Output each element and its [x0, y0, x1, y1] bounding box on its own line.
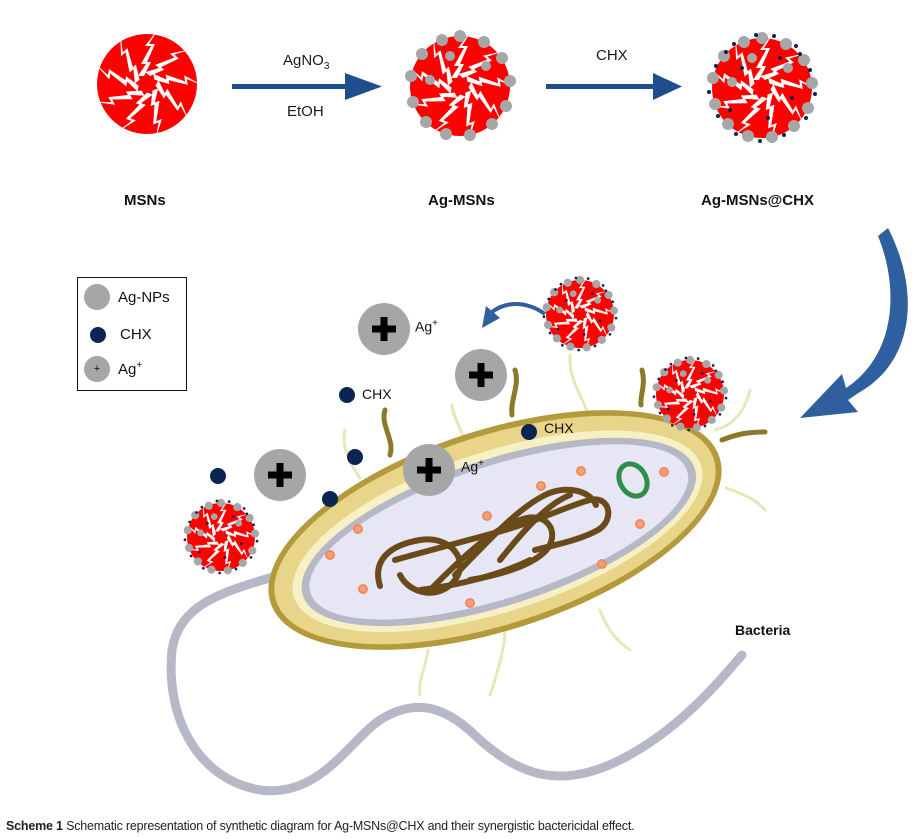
legend-item-ag-nps: Ag-NPs [84, 284, 170, 310]
bacteria-label: Bacteria [735, 622, 791, 638]
ag-msn-chx-particle [705, 32, 819, 145]
ag-np-icon [84, 284, 110, 310]
ag-ion-label: Ag+ [415, 318, 438, 335]
stage-label-ag-msns: Ag-MSNs [428, 192, 495, 209]
stage-label-msns: MSNs [124, 192, 166, 209]
flagellum [166, 567, 747, 796]
chx-icon [90, 326, 106, 343]
legend: Ag-NPs CHX + Ag+ [77, 277, 187, 391]
reaction-arrow-1 [232, 73, 382, 100]
release-arrow-head [482, 306, 500, 328]
ag-msn-chx-particle-top [541, 275, 618, 353]
ag-ion-icon: + [84, 356, 110, 382]
caption-label: Scheme 1 [6, 819, 63, 833]
msn-particle [90, 28, 204, 141]
legend-item-chx: CHX [90, 326, 152, 343]
dna-nucleoid [375, 486, 612, 596]
release-arrow [490, 302, 547, 316]
ag-ion [254, 449, 306, 501]
ribosomes [325, 466, 669, 608]
stage-label-ag-msns-chx: Ag-MSNs@CHX [701, 192, 814, 209]
chx-label: CHX [362, 386, 392, 402]
pili [342, 353, 768, 697]
plasmid [616, 461, 650, 499]
ag-msn-particle [403, 30, 517, 143]
ag-ion-label: Ag+ [461, 458, 484, 475]
step1-reagent: AgNO3 [283, 52, 330, 72]
curved-arrow [800, 228, 908, 418]
step2-reagent: CHX [596, 47, 628, 64]
chx-molecules [210, 387, 537, 507]
ag-ion [403, 444, 455, 496]
ag-ion [455, 349, 507, 401]
caption-text: Schematic representation of synthetic di… [66, 819, 635, 833]
reaction-arrow-2 [546, 73, 682, 100]
ag-msn-chx-particle-left [182, 498, 259, 576]
chx-label: CHX [544, 420, 574, 436]
figure-caption: Scheme 1 Schematic representation of syn… [6, 819, 635, 833]
ag-ion [358, 303, 410, 355]
legend-item-ag-ion: + Ag+ [84, 356, 142, 382]
step1-condition: EtOH [287, 103, 324, 120]
